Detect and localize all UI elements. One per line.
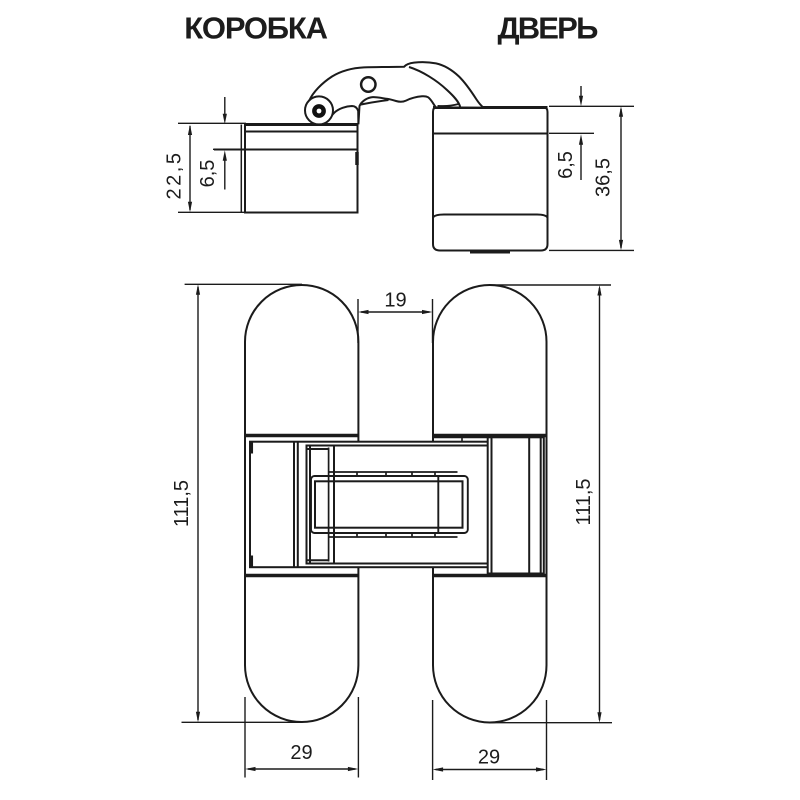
svg-text:111,5: 111,5 (171, 480, 193, 527)
svg-text:ДВЕРЬ: ДВЕРЬ (497, 11, 598, 46)
svg-text:6,5: 6,5 (555, 151, 577, 179)
svg-text:19: 19 (384, 290, 406, 312)
svg-text:29: 29 (290, 742, 312, 764)
svg-text:29: 29 (478, 747, 500, 769)
svg-text:36,5: 36,5 (593, 158, 615, 197)
svg-text:6,5: 6,5 (197, 160, 219, 188)
svg-text:111,5: 111,5 (573, 478, 595, 525)
svg-text:22,5: 22,5 (164, 151, 186, 200)
svg-text:КОРОБКА: КОРОБКА (184, 11, 327, 46)
